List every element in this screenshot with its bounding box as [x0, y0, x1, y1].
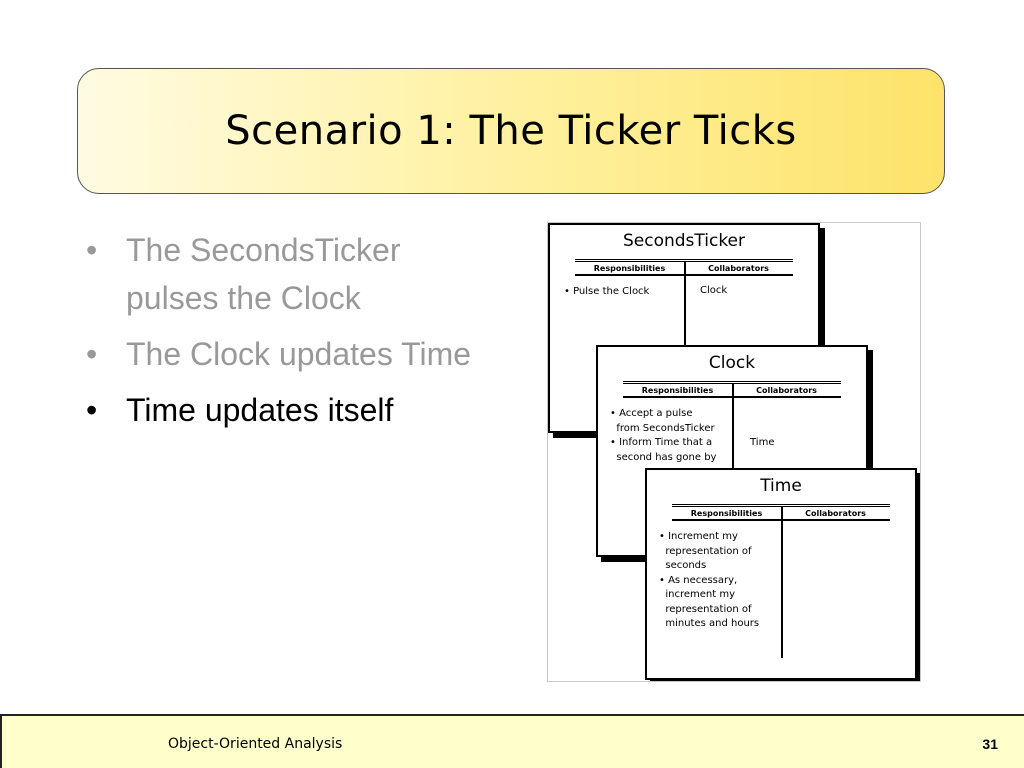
bullet-text: Time updates itself [126, 392, 394, 428]
crc-card-responsibilities: • Accept a pulse from SecondsTicker • In… [610, 408, 717, 463]
card-divider [781, 506, 783, 658]
bullet-marker: • [86, 392, 98, 428]
page-number: 31 [982, 736, 998, 752]
collaborators-header: Collaborators [805, 508, 866, 518]
card-divider [684, 261, 686, 401]
slide-footer: Object-Oriented Analysis 31 [0, 714, 1024, 768]
footer-course-title: Object-Oriented Analysis [168, 736, 343, 752]
responsibilities-header: Responsibilities [690, 508, 763, 518]
bullet-text: The Clock updates Time [126, 336, 472, 372]
responsibilities-header: Responsibilities [593, 263, 666, 273]
collaborators-header: Collaborators [756, 385, 817, 395]
slide-title: Scenario 1: The Ticker Ticks [225, 108, 797, 154]
responsibilities-header: Responsibilities [641, 385, 714, 395]
crc-card-title: SecondsTicker [622, 231, 746, 251]
bullet-text: The SecondsTicker pulses the Clock [126, 232, 401, 316]
crc-card-responsibilities: • Increment my representation of seconds… [659, 531, 760, 629]
bullet-item: • The Clock updates Time [86, 330, 486, 378]
crc-card-title: Time [760, 476, 802, 496]
crc-card-title: Clock [708, 353, 756, 373]
crc-card-collaborators: Time [750, 437, 775, 448]
bullet-item-current: • Time updates itself [86, 386, 486, 434]
crc-card-collaborators: Clock [700, 285, 728, 296]
crc-cards-figure: SecondsTicker Responsibilities Collabora… [547, 222, 921, 682]
bullet-marker: • [86, 232, 98, 268]
bullet-item: • The SecondsTicker pulses the Clock [86, 226, 486, 322]
crc-card-responsibilities: • Pulse the Clock [564, 286, 650, 297]
crc-card-time: Time Responsibilities Collaborators • In… [645, 468, 917, 680]
bullet-marker: • [86, 336, 98, 372]
slide-title-box: Scenario 1: The Ticker Ticks [77, 68, 945, 194]
card-divider [732, 383, 734, 525]
collaborators-header: Collaborators [708, 263, 769, 273]
bullet-list: • The SecondsTicker pulses the Clock • T… [86, 226, 486, 442]
